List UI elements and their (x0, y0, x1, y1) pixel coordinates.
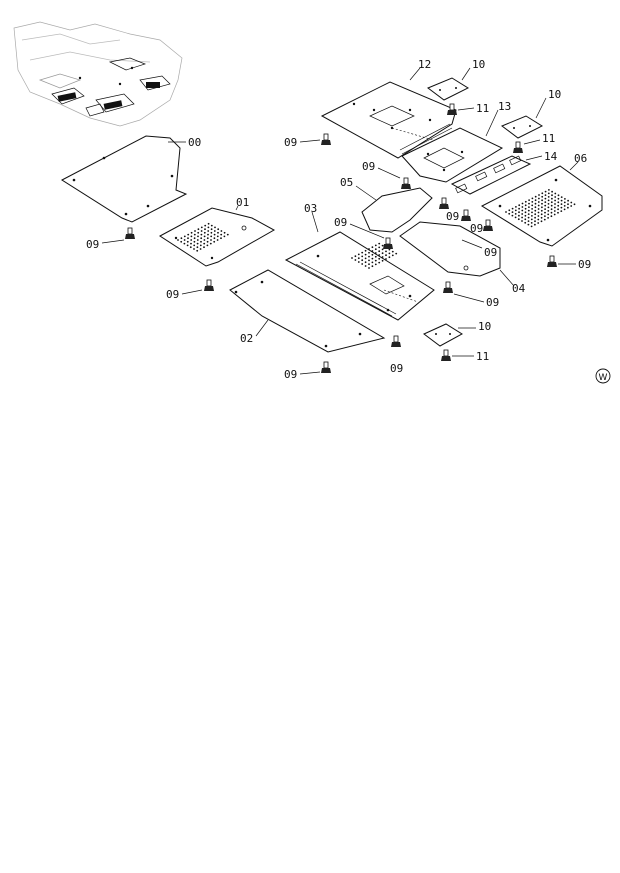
perforated-plate-01: 01 (159, 196, 276, 267)
label-10-b: 10 (548, 88, 561, 101)
bolt-11 (441, 349, 451, 361)
label-11-a: 11 (476, 102, 489, 115)
perforated-plate-06: 06 (480, 152, 603, 247)
label-03: 03 (304, 202, 317, 215)
label-09-h: 09 (284, 136, 297, 149)
view-marker: W (595, 368, 611, 384)
label-06: 06 (574, 152, 587, 165)
view-marker-letter: W (599, 373, 608, 383)
label-09-c: 09 (284, 368, 297, 381)
cover-10-right: 10 (501, 88, 561, 139)
label-09-l: 09 (578, 258, 591, 271)
label-09-a: 09 (86, 238, 99, 251)
bracket-14: 14 (450, 150, 558, 195)
label-05: 05 (340, 176, 353, 189)
bolt-09 (547, 255, 557, 267)
label-04: 04 (512, 282, 526, 295)
bolt-09 (483, 219, 493, 231)
bolt-09 (443, 281, 453, 293)
label-09-j: 09 (446, 210, 459, 223)
label-00: 00 (188, 136, 201, 149)
bolt-09 (125, 227, 135, 239)
plate-13: 13 (401, 100, 511, 183)
label-02: 02 (240, 332, 253, 345)
bolt-09 (204, 279, 214, 291)
label-10-c: 10 (478, 320, 491, 333)
label-09-k: 09 (470, 222, 483, 235)
bolt-09 (401, 177, 411, 189)
label-09-i: 09 (362, 160, 375, 173)
bolt-11 (447, 103, 457, 115)
label-09-e: 09 (334, 216, 347, 229)
label-12: 12 (418, 58, 431, 71)
plate-12: 12 (320, 58, 457, 159)
plate-04: 04 (399, 221, 526, 295)
perforated-plate-03: 03 (284, 202, 435, 321)
label-11-c: 11 (476, 350, 489, 363)
cover-10-top: 10 (427, 58, 485, 101)
plate-00: 00 (61, 135, 201, 223)
machine-overview-inset (13, 21, 183, 127)
bolt-11 (513, 141, 523, 153)
cover-10-bottom: 10 (423, 320, 491, 347)
plate-05: 05 (340, 176, 433, 233)
label-09-g: 09 (484, 246, 497, 259)
label-13: 13 (498, 100, 511, 113)
bolt-09 (321, 133, 331, 145)
bolt-09 (439, 197, 449, 209)
bolt-09 (383, 237, 393, 249)
bolt-09 (321, 361, 331, 373)
label-14: 14 (544, 150, 558, 163)
label-09-b: 09 (166, 288, 179, 301)
label-09-d: 09 (390, 362, 403, 375)
label-10-a: 10 (472, 58, 485, 71)
bolt-09 (461, 209, 471, 221)
label-11-b: 11 (542, 132, 555, 145)
bolt-09 (391, 335, 401, 347)
label-01: 01 (236, 196, 249, 209)
plate-02: 02 (229, 269, 386, 353)
label-09-f: 09 (486, 296, 499, 309)
